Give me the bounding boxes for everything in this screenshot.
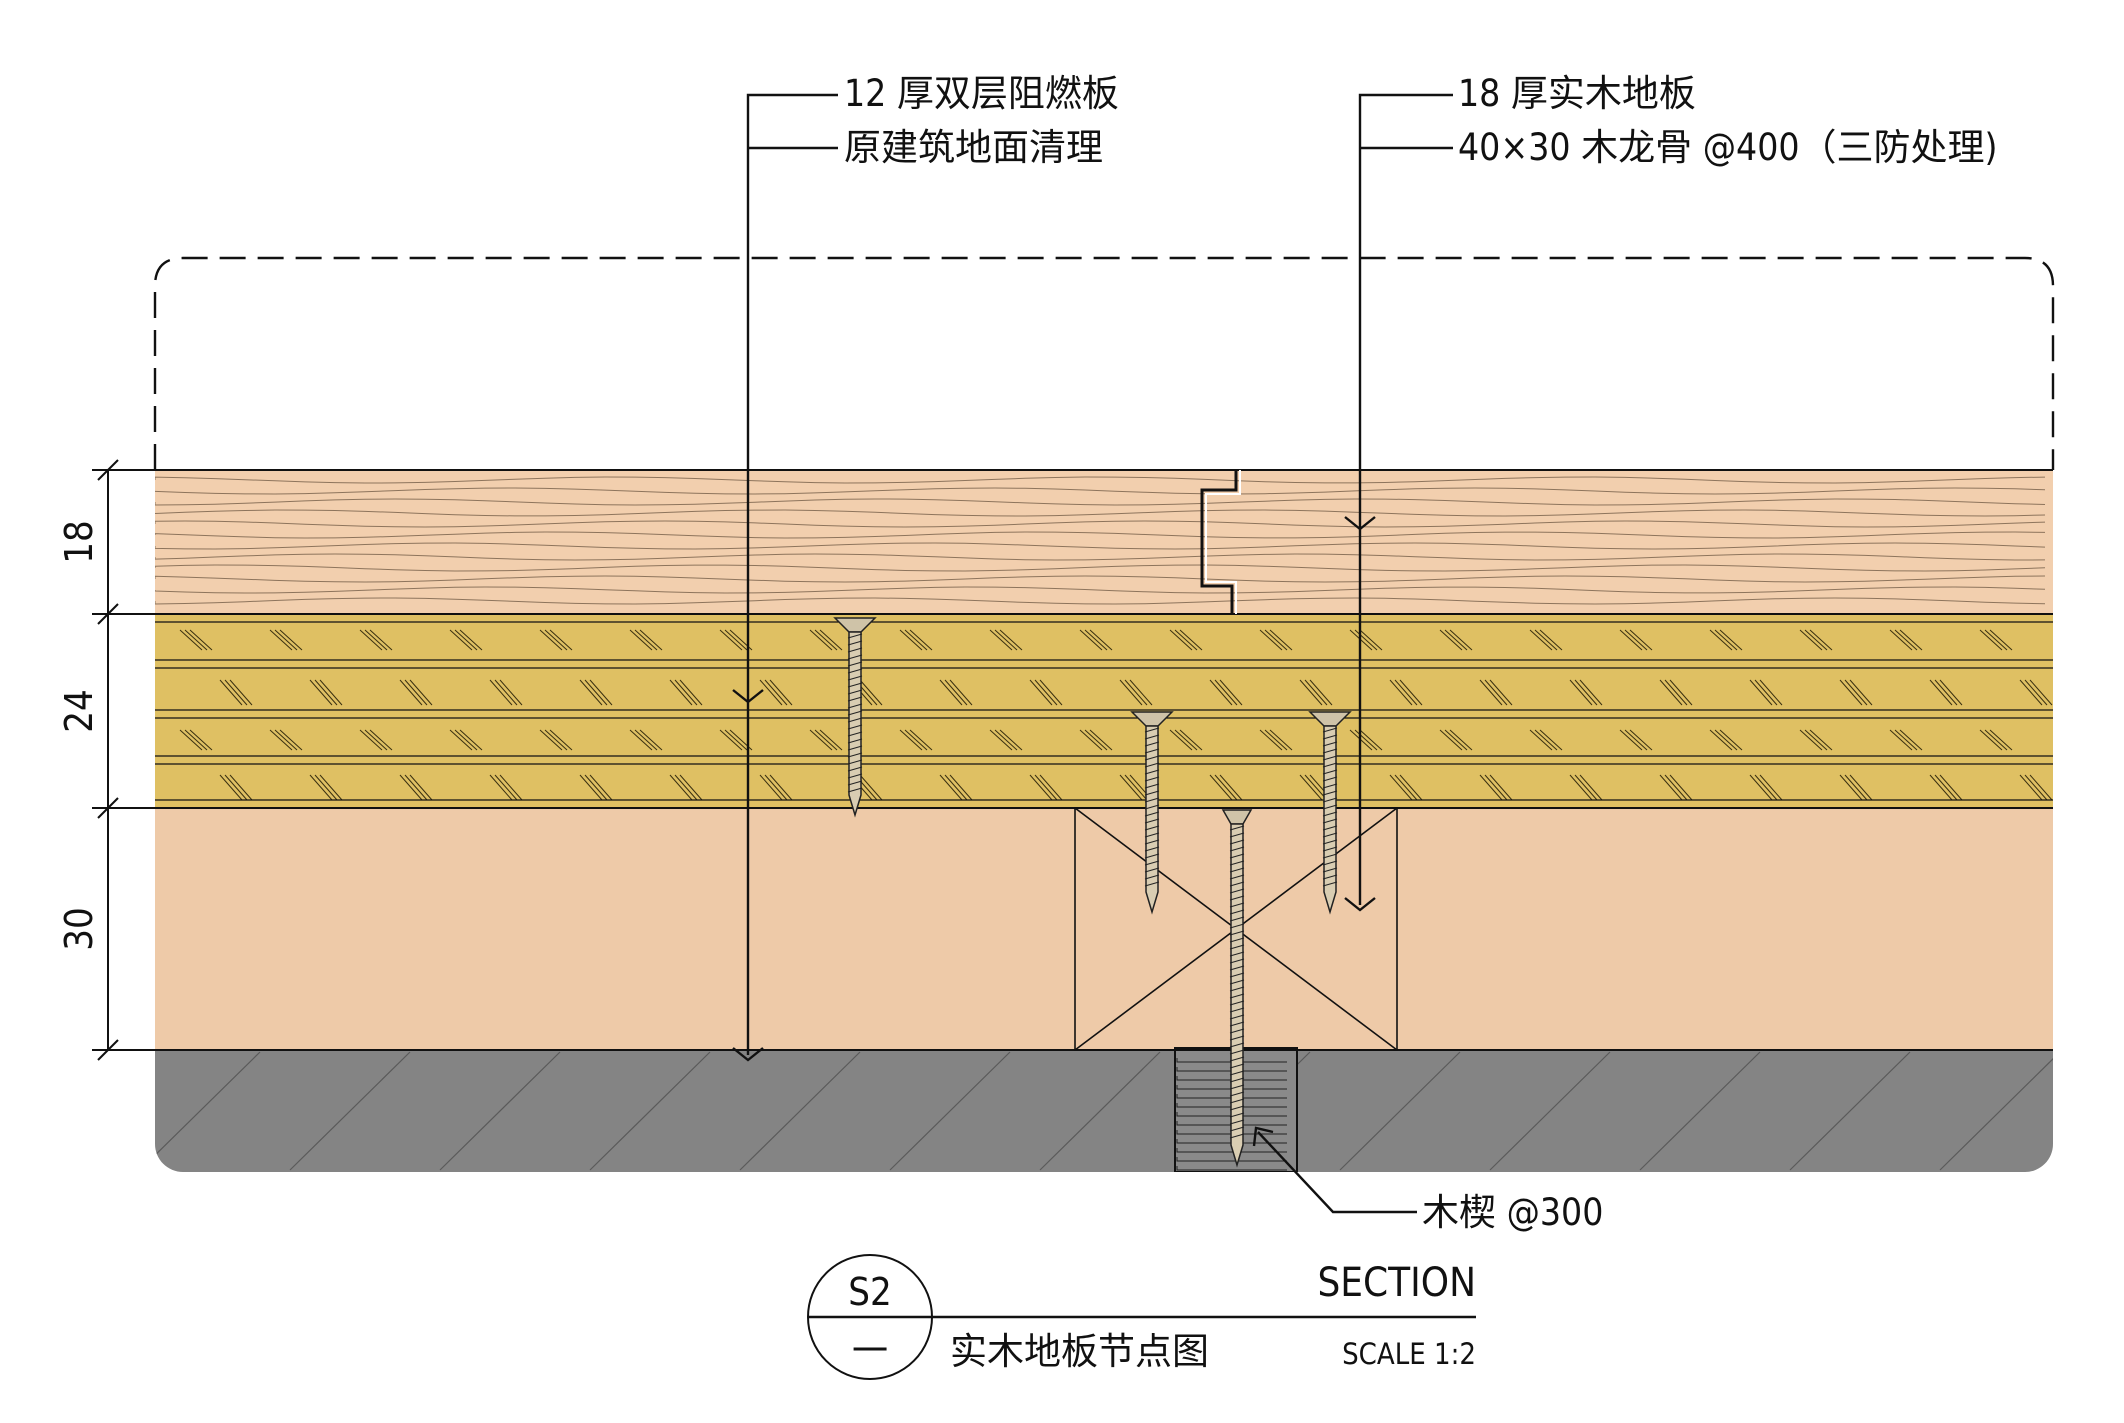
screw	[833, 617, 877, 818]
layer-stack	[155, 470, 2053, 1172]
callout-joist: 40×30 木龙骨 @400（三防处理)	[1458, 126, 1998, 169]
screw	[1130, 711, 1174, 915]
joist-layer	[155, 808, 2053, 1050]
wedge-grain	[1176, 1058, 1287, 1171]
concrete-substrate	[155, 1050, 2053, 1172]
tongue-groove-joint	[1200, 470, 1238, 614]
dimension-chain	[92, 459, 155, 1061]
board-hatch	[179, 629, 2053, 801]
section-outline	[153, 256, 2055, 470]
title-code: S2	[848, 1270, 891, 1314]
floor-wood-grain	[155, 476, 2046, 605]
solid-wood-floor-layer	[155, 470, 2053, 614]
title-text: 实木地板节点图	[950, 1330, 1209, 1373]
callout-wedge: 木楔 @300	[1422, 1191, 1603, 1234]
fire-retardant-board-layer	[155, 614, 2053, 808]
screws	[833, 617, 1352, 1168]
dimension-18: 18	[57, 520, 101, 564]
title-scale: SCALE 1:2	[1342, 1337, 1476, 1371]
title-sheet: 一	[852, 1331, 888, 1372]
screw	[1308, 711, 1352, 915]
concrete-hatch	[155, 1051, 2053, 1171]
leader-lines	[732, 93, 1453, 1214]
title-type: SECTION	[1317, 1260, 1476, 1306]
callout-fire-board: 12 厚双层阻燃板	[844, 72, 1119, 115]
screw	[1221, 809, 1253, 1168]
callout-substrate: 原建筑地面清理	[844, 126, 1103, 169]
dimension-24: 24	[57, 689, 101, 733]
callout-solid-floor: 18 厚实木地板	[1458, 72, 1696, 115]
dimension-30: 30	[57, 907, 101, 951]
title-block: S2 一 SECTION 实木地板节点图 SCALE 1:2	[807, 1254, 1476, 1380]
